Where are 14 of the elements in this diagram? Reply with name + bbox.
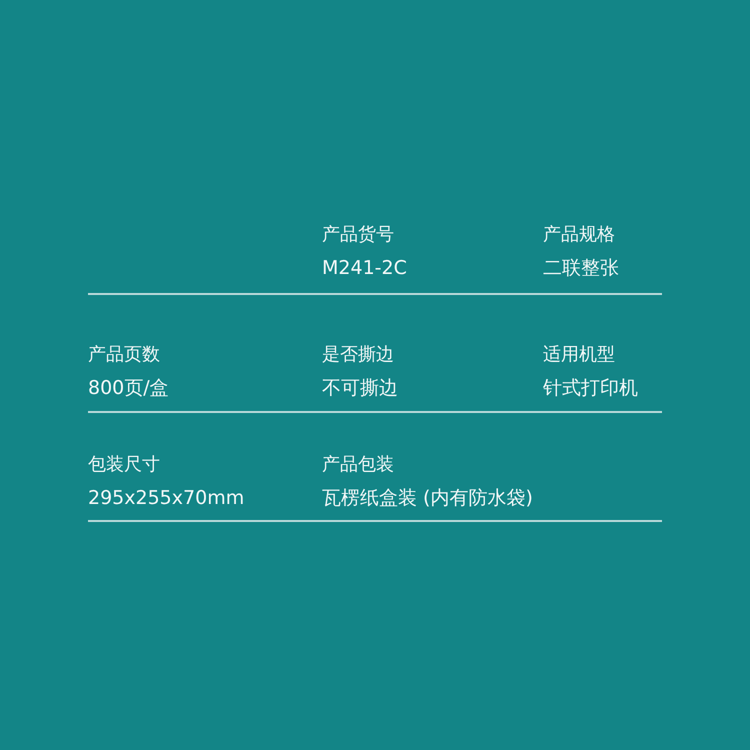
spec-value: 800页/盒 xyxy=(88,379,169,398)
spec-value: 295x255x70mm xyxy=(88,489,244,508)
spec-value: 二联整张 xyxy=(543,259,619,278)
spec-heading: 是否撕边 xyxy=(322,346,394,364)
spec-heading: 包装尺寸 xyxy=(88,456,160,474)
spec-heading: 产品货号 xyxy=(322,226,394,244)
spec-heading: 产品页数 xyxy=(88,346,160,364)
spec-value: 瓦楞纸盒装 (内有防水袋) xyxy=(322,489,533,508)
spec-heading: 适用机型 xyxy=(543,346,615,364)
spec-heading: 产品规格 xyxy=(543,226,615,244)
spec-value: M241-2C xyxy=(322,259,407,278)
spec-heading: 产品包装 xyxy=(322,456,394,474)
spec-value: 不可撕边 xyxy=(322,379,398,398)
spec-value: 针式打印机 xyxy=(543,379,638,398)
